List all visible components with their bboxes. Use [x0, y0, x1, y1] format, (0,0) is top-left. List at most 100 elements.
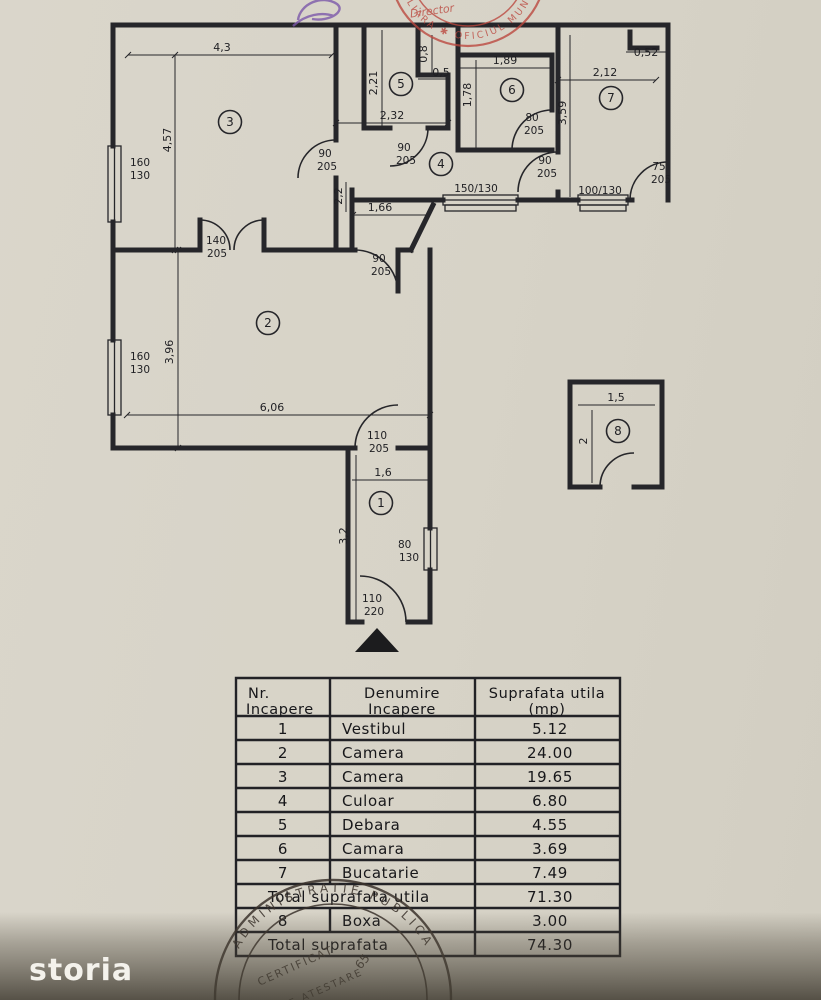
dim-room5-width: 2,32: [380, 109, 405, 122]
stamp-outer-ring: [395, 0, 541, 48]
dim-room8-width: 1,5: [607, 391, 625, 404]
door-room6-height: 205: [524, 125, 544, 137]
row5-nr: 5: [278, 816, 288, 834]
row4-area: 6.80: [532, 792, 568, 810]
dim-room8-height: 2: [577, 438, 590, 445]
window-room1-height: 130: [399, 552, 419, 564]
door-room7-height: 205: [537, 168, 557, 180]
door-room5-height: 205: [396, 155, 416, 167]
room-number-8: 8: [614, 424, 622, 438]
dim-room6-height: 1,78: [461, 83, 474, 108]
table-row: 6 Camara 3.69: [278, 840, 568, 858]
door-room2-height: 205: [371, 266, 391, 278]
row4-name: Culoar: [342, 792, 395, 810]
door-balcony-height: 205: [651, 174, 671, 186]
entrance-arrow: [355, 628, 399, 652]
dim-room7-height: 3,59: [556, 101, 569, 126]
row6-name: Camara: [342, 840, 404, 858]
dimension-lines: [123, 30, 668, 620]
header-nr-line1: Nr.: [248, 686, 270, 702]
window-room1-width: 80: [398, 539, 411, 551]
header-name-line1: Denumire: [364, 686, 440, 702]
header-nr-line2: Incapere: [246, 702, 314, 718]
dim-room2-width: 6,06: [260, 401, 285, 414]
door-room5-width: 90: [397, 142, 410, 154]
room-circles: [217, 71, 631, 516]
floorplan: 1 2 3 4 5 6 7 8 4,3 4,57 2,21 2,32 0,8 0…: [107, 22, 671, 652]
header-area-line2: (mp): [528, 702, 565, 718]
table-row: 4 Culoar 6.80: [278, 792, 568, 810]
room-number-4: 4: [437, 157, 445, 171]
window-symbols: [107, 145, 629, 571]
dim-niche-width: 0,5: [432, 66, 450, 79]
stamp-inner-ring: [418, 0, 518, 27]
row5-area: 4.55: [532, 816, 568, 834]
row4-nr: 4: [278, 792, 288, 810]
table-row: 1 Vestibul 5.12: [278, 720, 568, 738]
row1-name: Vestibul: [342, 720, 406, 738]
table-row: 3 Camera 19.65: [278, 768, 573, 786]
table-row: 5 Debara 4.55: [278, 816, 568, 834]
row1-area: 5.12: [532, 720, 568, 738]
door-room7-width: 90: [538, 155, 551, 167]
dim-room6-width: 1,89: [493, 54, 518, 67]
agency-stamp-ring-text: AGENTIA IMOBILIARA ✱ OFICIUL MUN. BUCURE…: [0, 0, 540, 42]
area-table: Nr. Incapere Denumire Incapere Suprafata…: [234, 676, 622, 958]
photo-shadow-band: [0, 912, 821, 1000]
door-double-width: 140: [206, 235, 226, 247]
room-number-7: 7: [607, 91, 615, 105]
door-entrance-width: 110: [362, 593, 382, 605]
dim-hall-width: 1,66: [368, 201, 393, 214]
row6-nr: 6: [278, 840, 288, 858]
table-row: 2 Camera 24.00: [278, 744, 573, 762]
dim-room7-niche: 0,52: [634, 46, 659, 59]
dim-room1-height: 3,2: [337, 527, 350, 545]
door-double-height: 205: [207, 248, 227, 260]
dim-room3-width: 4,3: [213, 41, 231, 54]
window-hall-label: 150/130: [454, 183, 498, 195]
row1-nr: 1: [278, 720, 288, 738]
row2-name: Camera: [342, 744, 404, 762]
row3-name: Camera: [342, 768, 404, 786]
window-room2-width: 160: [130, 351, 150, 363]
door-room3-height: 205: [317, 161, 337, 173]
signature-scribble: [292, 0, 341, 27]
header-area-line1: Suprafata utila: [489, 686, 605, 702]
dim-room1-width: 1,6: [374, 466, 392, 479]
door-room1-height: 205: [369, 443, 389, 455]
row7-area: 7.49: [532, 864, 568, 882]
row3-nr: 3: [278, 768, 288, 786]
room-number-6: 6: [508, 83, 516, 97]
dim-niche-height: 0,8: [417, 45, 430, 63]
room-number-2: 2: [264, 316, 272, 330]
row2-area: 24.00: [527, 744, 573, 762]
window-room3-width: 160: [130, 157, 150, 169]
room-number-5: 5: [397, 77, 405, 91]
door-room6-width: 80: [525, 112, 538, 124]
row7-name: Bucatarie: [342, 864, 419, 882]
storia-watermark-logo: storia: [29, 953, 133, 988]
door-room2-width: 90: [372, 253, 385, 265]
row6-area: 3.69: [532, 840, 568, 858]
header-name-line2: Incapere: [368, 702, 436, 718]
window-room7-label: 100/130: [578, 185, 622, 197]
window-room3-height: 130: [130, 170, 150, 182]
row3-area: 19.65: [527, 768, 573, 786]
dim-room5-height: 2,21: [367, 71, 380, 96]
row7-nr: 7: [278, 864, 288, 882]
door-entrance-height: 220: [364, 606, 384, 618]
room-number-1: 1: [377, 496, 385, 510]
door-balcony-width: 75: [652, 161, 665, 173]
table-total-utila-row: Total suprafata utila 71.30: [267, 888, 573, 906]
director-script-text: Director: [409, 1, 456, 20]
total-utila-label: Total suprafata utila: [267, 888, 430, 906]
door-room1-width: 110: [367, 430, 387, 442]
table-row: 7 Bucatarie 7.49: [278, 864, 568, 882]
row2-nr: 2: [278, 744, 288, 762]
row5-name: Debara: [342, 816, 400, 834]
total-utila-area: 71.30: [527, 888, 573, 906]
room-number-3: 3: [226, 115, 234, 129]
window-room2-height: 130: [130, 364, 150, 376]
